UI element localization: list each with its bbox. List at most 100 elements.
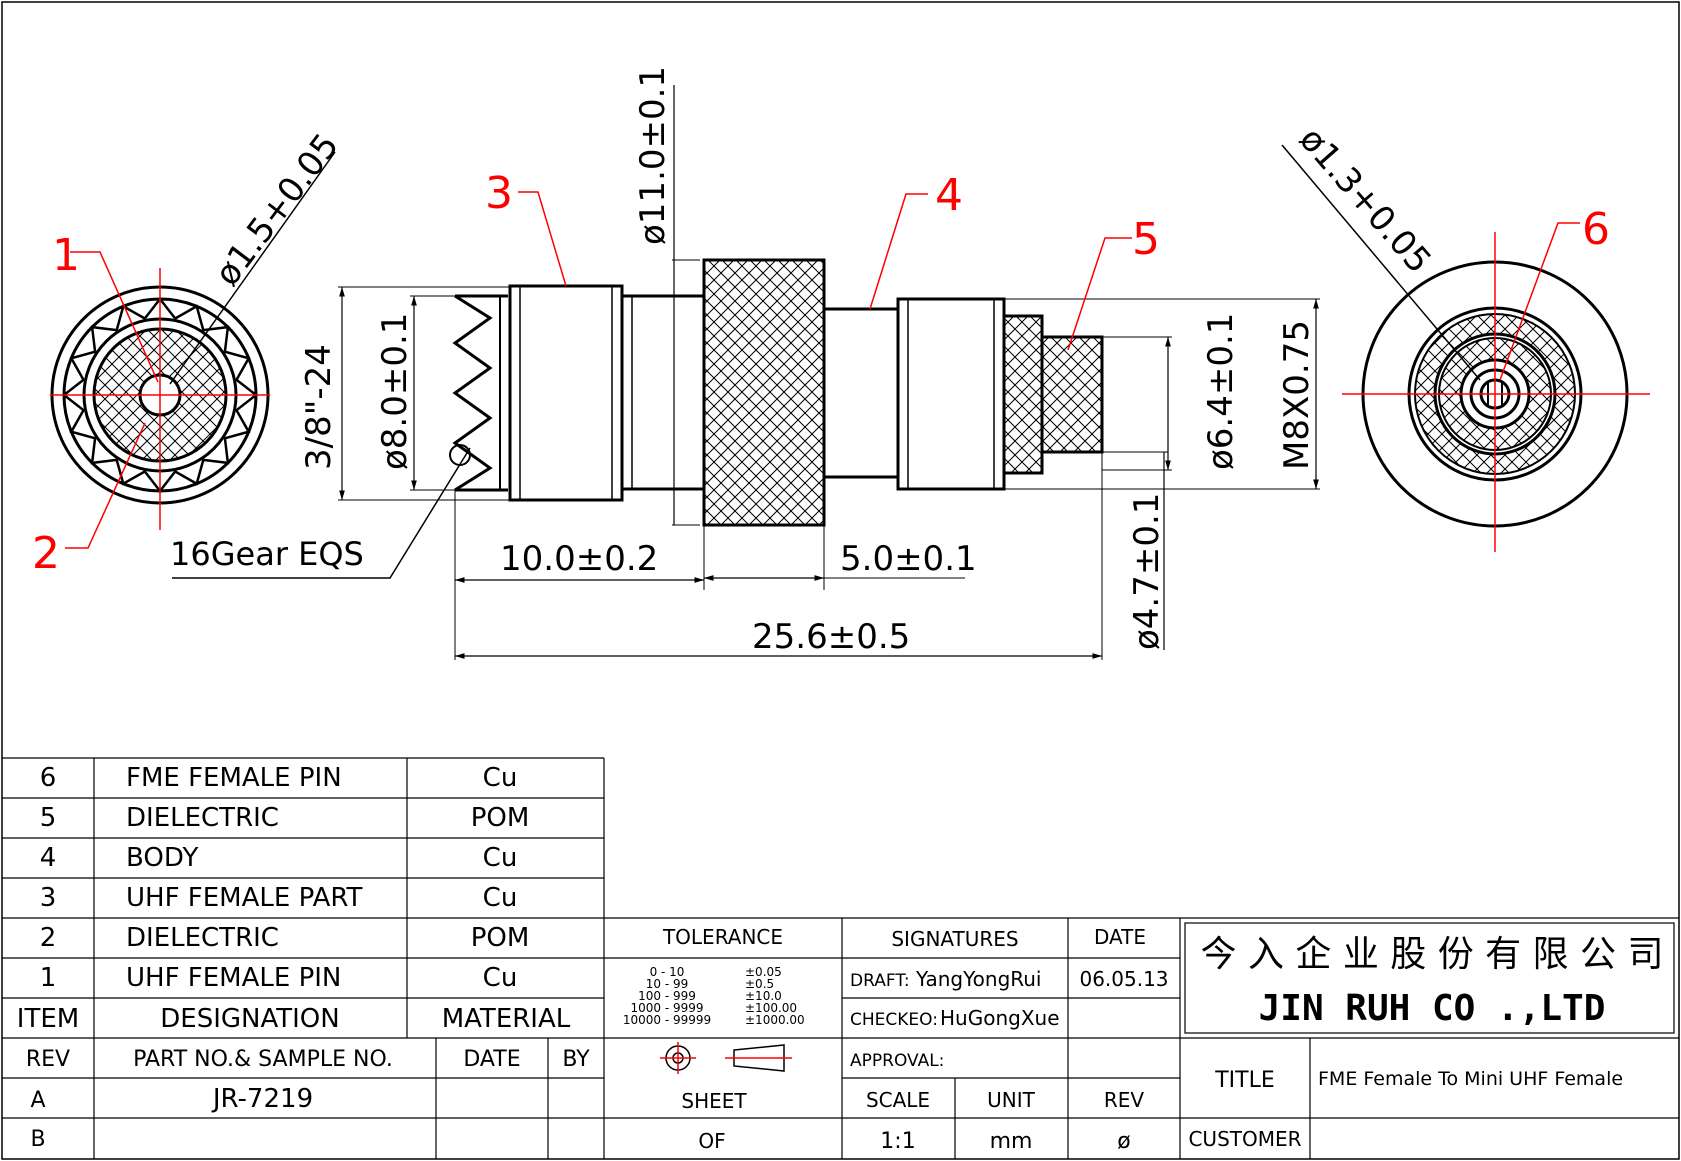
dia-11-dim: ø11.0±0.1 (633, 66, 673, 245)
left-hole-dim: ø1.5+0.05 (207, 126, 347, 293)
bom-material: Cu (483, 883, 518, 913)
projection-symbol-icon (660, 1042, 792, 1074)
scale-label: SCALE (866, 1088, 930, 1112)
bom-header-material: MATERIAL (442, 1004, 571, 1034)
bom-item: 5 (40, 803, 57, 833)
rev-header-rev: REV (26, 1047, 70, 1072)
uhf-female-part (508, 284, 624, 502)
len-total-dim: 25.6±0.5 (752, 617, 910, 657)
bom-row: 3 UHF FEMALE PART Cu (40, 883, 518, 913)
rev-letter: B (30, 1127, 45, 1152)
bom-material: Cu (483, 843, 518, 873)
customer-label: CUSTOMER (1188, 1127, 1301, 1151)
bom-material: POM (471, 803, 530, 833)
rev-label: REV (1104, 1088, 1145, 1112)
body-neck (822, 307, 900, 479)
tolerance-block: TOLERANCE 0 - 10 ±0.05 10 - 99 ±0.5 100 … (623, 925, 805, 1153)
tolerance-value: ±1000.00 (745, 1013, 805, 1027)
gear-profile (452, 294, 493, 492)
callout-2: 2 (32, 528, 60, 579)
thread-right-dim: M8X0.75 (1277, 320, 1317, 470)
bom-row: 5 DIELECTRIC POM (40, 803, 530, 833)
signatures-block: SIGNATURES DATE DRAFT: YangYongRui 06.05… (850, 925, 1169, 1154)
revision-table: REV PART NO.& SAMPLE NO. DATE BY A JR-72… (26, 1047, 590, 1152)
callout-3: 3 (485, 168, 513, 219)
bom-designation: FME FEMALE PIN (126, 763, 342, 793)
bill-of-materials (2, 757, 1679, 1159)
signature-date-label: DATE (1094, 925, 1146, 949)
tolerance-value: ±0.5 (745, 977, 774, 991)
right-end-view: ø1.3+0.05 6 (1281, 120, 1650, 552)
draft-name: YangYongRui (915, 967, 1042, 991)
scale-value: 1:1 (880, 1129, 915, 1154)
body-knurl (702, 258, 826, 527)
tolerance-value: ±10.0 (745, 989, 782, 1003)
len-5-dim: 5.0±0.1 (840, 539, 977, 579)
draft-label: DRAFT: (850, 971, 910, 991)
rev-header-by: BY (562, 1047, 590, 1072)
unit-label: UNIT (987, 1088, 1035, 1112)
of-label: OF (698, 1129, 725, 1153)
title-block: TITLE FME Female To Mini UHF Female CUST… (1188, 1068, 1623, 1151)
bom-row: 2 DIELECTRIC POM (40, 923, 530, 953)
bom-material: POM (471, 923, 530, 953)
rev-part: JR-7219 (211, 1084, 313, 1114)
title-value: FME Female To Mini UHF Female (1318, 1068, 1623, 1090)
dielectric-5 (1002, 314, 1044, 475)
bom-designation: UHF FEMALE PART (126, 883, 363, 913)
revision-row: A JR-7219 (30, 1084, 313, 1114)
bom-designation: BODY (126, 843, 198, 873)
tolerance-range: 100 - 999 (638, 989, 696, 1003)
len-10-dim: 10.0±0.2 (500, 539, 658, 579)
bom-row: 4 BODY Cu (40, 843, 518, 873)
thread-left-dim: 3/8"-24 (299, 344, 339, 470)
bom-material: Cu (483, 963, 518, 993)
bom-designation: UHF FEMALE PIN (126, 963, 341, 993)
bom-item: 3 (40, 883, 57, 913)
title-block-grid (604, 917, 1679, 1159)
signatures-label: SIGNATURES (891, 927, 1018, 951)
callout-6: 6 (1582, 204, 1610, 255)
dielectric-5-tip (1040, 335, 1104, 454)
bom-row: 1 UHF FEMALE PIN Cu (40, 963, 518, 993)
tolerance-range: 0 - 10 (650, 965, 685, 979)
dia-4-7-dim: ø4.7±0.1 (1127, 493, 1167, 650)
bom-designation: DIELECTRIC (126, 923, 279, 953)
rev-header-part: PART NO.& SAMPLE NO. (133, 1047, 393, 1072)
company-name-english: JIN RUH CO .,LTD (1259, 988, 1606, 1029)
gear-note: 16Gear EQS (170, 535, 364, 573)
callout-1: 1 (52, 230, 80, 281)
draft-date: 06.05.13 (1079, 967, 1168, 991)
sheet-label: SHEET (681, 1089, 747, 1113)
dia-6-4-dim: ø6.4±0.1 (1201, 313, 1241, 470)
tolerance-range: 1000 - 9999 (630, 1001, 703, 1015)
bom-item: 6 (40, 763, 57, 793)
bom-item: 4 (40, 843, 57, 873)
tolerance-value: ±0.05 (745, 965, 782, 979)
bom-header-designation: DESIGNATION (160, 1004, 339, 1034)
rev-letter: A (30, 1088, 45, 1113)
rev-value: ø (1117, 1129, 1130, 1154)
unit-value: mm (990, 1129, 1033, 1154)
tolerance-range: 10 - 99 (646, 977, 689, 991)
dia-8-dim: ø8.0±0.1 (375, 313, 415, 470)
bom-header-item: ITEM (17, 1004, 79, 1034)
bom-item: 1 (40, 963, 57, 993)
checked-name: HuGongXue (940, 1006, 1060, 1030)
bom-item: 2 (40, 923, 57, 953)
body-thread (896, 297, 1006, 491)
revision-row: B (30, 1127, 45, 1152)
title-label: TITLE (1214, 1068, 1275, 1093)
checked-label: CHECKEO: (850, 1010, 938, 1030)
side-view: 3/8"-24 ø8.0±0.1 ø11.0±0.1 ø6.4±0.1 M8X0 (170, 66, 1320, 660)
bom-designation: DIELECTRIC (126, 803, 279, 833)
tolerance-label: TOLERANCE (662, 925, 783, 949)
approval-label: APPROVAL: (850, 1051, 944, 1071)
bom-row: 6 FME FEMALE PIN Cu (40, 763, 518, 793)
company-block: 今 入 企 业 股 份 有 限 公 司 JIN RUH CO .,LTD (1201, 934, 1664, 1029)
bom-material: Cu (483, 763, 518, 793)
bom-rows: 6 FME FEMALE PIN Cu 5 DIELECTRIC POM 4 B… (17, 763, 571, 1034)
rev-header-date: DATE (463, 1047, 520, 1072)
